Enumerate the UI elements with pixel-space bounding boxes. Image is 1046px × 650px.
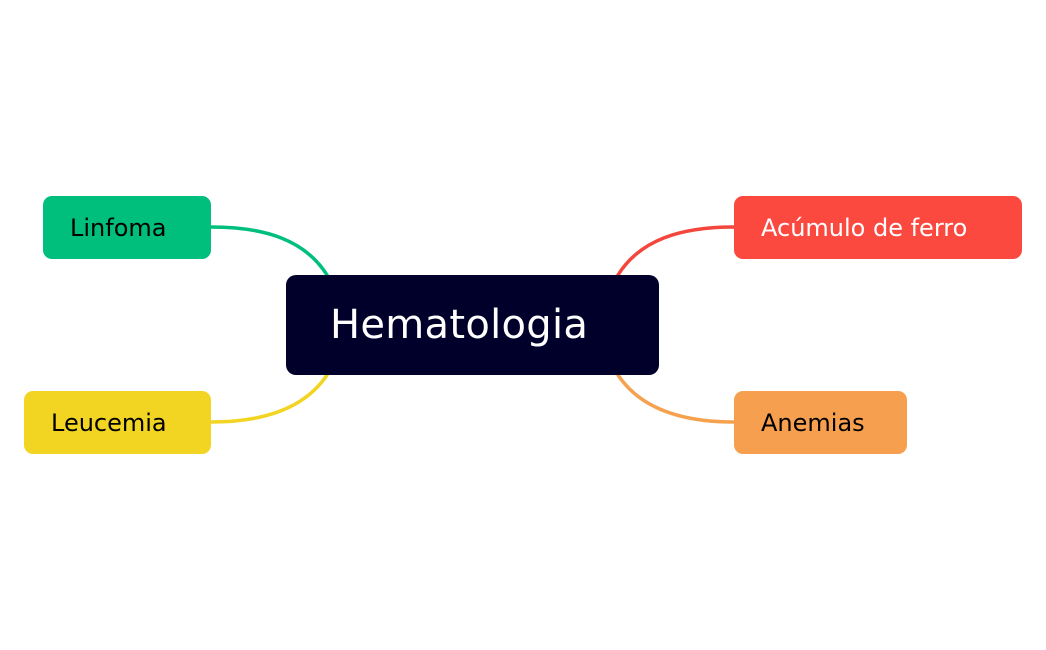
central-topic-label: Hematologia [330,302,589,348]
topic-node-linfoma[interactable]: Linfoma [43,196,211,259]
topic-label-anemias: Anemias [761,408,865,437]
topic-label-acumulo-de-ferro: Acúmulo de ferro [761,213,968,242]
topic-label-linfoma: Linfoma [70,213,167,242]
topic-node-leucemia[interactable]: Leucemia [24,391,211,454]
connector-linfoma [209,225,329,277]
connector-acumulo [616,225,736,277]
central-topic-node[interactable]: Hematologia [286,275,659,375]
connector-leucemia [209,373,329,424]
topic-node-anemias[interactable]: Anemias [734,391,907,454]
topic-node-acumulo-de-ferro[interactable]: Acúmulo de ferro [734,196,1022,259]
topic-label-leucemia: Leucemia [51,408,167,437]
connector-anemias [616,373,736,424]
